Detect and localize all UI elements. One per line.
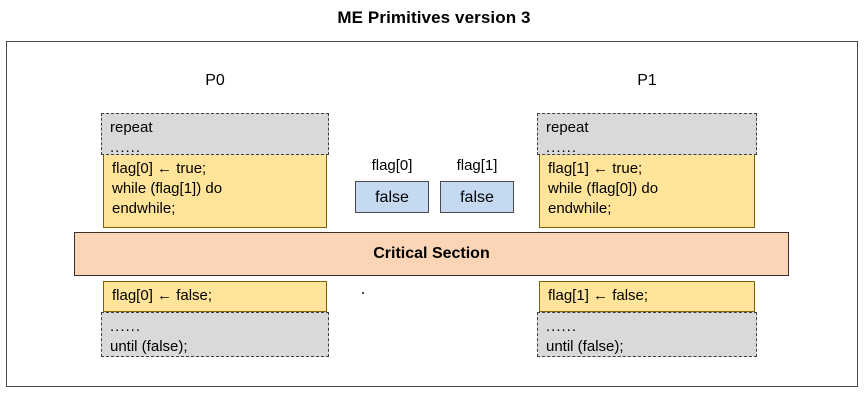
flag-0-group: flag[0] false xyxy=(355,155,429,213)
process-label-p0: P0 xyxy=(205,72,225,89)
code-line: repeat xyxy=(546,119,589,136)
p0-until-block: ...... until (false); xyxy=(101,312,329,357)
code-line: until (false); xyxy=(546,338,624,355)
page-title: ME Primitives version 3 xyxy=(337,8,531,27)
p1-until-block: ...... until (false); xyxy=(537,312,757,357)
process-label-p1: P1 xyxy=(637,72,657,89)
code-line: ...... xyxy=(546,139,578,156)
code-line: endwhile; xyxy=(548,200,612,217)
code-line: while (flag[0]) do xyxy=(548,180,659,197)
code-line: until (false); xyxy=(110,338,188,355)
flag-1-group: flag[1] false xyxy=(440,155,514,213)
code-line: flag[0] ← false; xyxy=(112,287,213,304)
flag-1-value: false xyxy=(440,181,514,213)
flag-0-name: flag[0] xyxy=(371,157,413,174)
code-line: ...... xyxy=(110,139,142,156)
stray-dot-mark xyxy=(362,292,364,294)
code-line: ...... xyxy=(546,318,578,335)
code-line: flag[1] ← true; xyxy=(548,160,643,177)
flag-1-name: flag[1] xyxy=(456,157,498,174)
code-line: flag[0] ← true; xyxy=(112,160,207,177)
p1-repeat-block: repeat ...... xyxy=(537,113,757,156)
p1-entry-block: flag[1] ← true; while (flag[0]) do endwh… xyxy=(539,155,755,228)
p1-exit-block: flag[1] ← false; xyxy=(539,281,755,312)
code-line: repeat xyxy=(110,119,153,136)
flag-0-value: false xyxy=(355,181,429,213)
code-line: flag[1] ← false; xyxy=(548,287,649,304)
p0-entry-block: flag[0] ← true; while (flag[1]) do endwh… xyxy=(103,155,327,228)
code-line: while (flag[1]) do xyxy=(112,180,223,197)
code-line: ...... xyxy=(110,318,142,335)
p0-repeat-block: repeat ...... xyxy=(101,113,329,156)
code-line: endwhile; xyxy=(112,200,176,217)
critical-section-bar: Critical Section xyxy=(74,232,789,276)
p0-exit-block: flag[0] ← false; xyxy=(103,281,327,312)
